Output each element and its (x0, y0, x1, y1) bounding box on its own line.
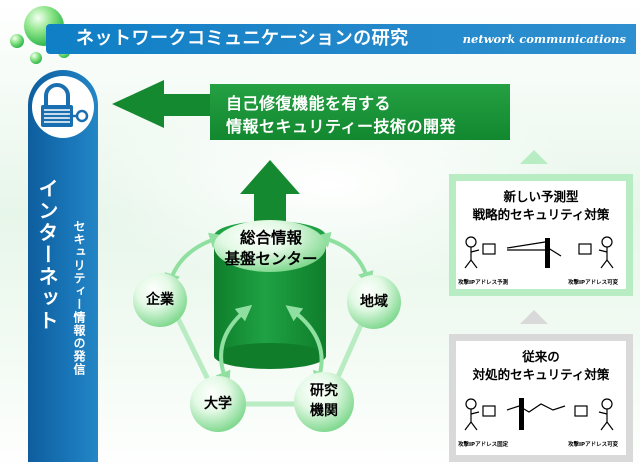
old-panel-caption-left: 攻撃IPアドレス固定 (458, 442, 509, 448)
new-panel-title-2: 戦略的セキュリティ対策 (472, 207, 610, 222)
firewall-icon (519, 398, 524, 430)
decor-ball-small-1 (10, 34, 24, 48)
header-bar (46, 24, 636, 54)
lock-badge (32, 76, 94, 138)
security-info-label: セキュリティー情報の発信 (72, 220, 86, 376)
center-label-2: 基盤センター (224, 250, 318, 268)
node-region-label: 地域 (360, 294, 388, 310)
pc-icon-2 (574, 405, 588, 417)
old-panel-caption-right: 攻撃IPアドレス可変 (568, 442, 619, 448)
old-security-panel (449, 334, 633, 462)
attacker-figure-icon (465, 236, 477, 248)
triangle-new-to-goal (520, 150, 548, 164)
node-region-bubble (347, 275, 401, 329)
pc-icon (482, 405, 496, 417)
arrow-up-to-goal (240, 160, 300, 226)
node-research-label-2: 機関 (310, 403, 338, 419)
goal-box (210, 84, 510, 140)
node-research-label-1: 研究 (310, 383, 338, 399)
decor-ball-small-2 (30, 52, 42, 64)
new-security-panel (449, 174, 633, 296)
node-university-label: 大学 (204, 396, 232, 412)
center-bubble (214, 220, 326, 272)
node-company-label: 企業 (146, 292, 174, 308)
pc-icon (482, 243, 496, 255)
internet-label: インターネット (35, 178, 59, 332)
node-university-bubble (190, 376, 246, 432)
triangle-old-to-new (520, 310, 548, 324)
center-label-1: 総合情報 (239, 229, 302, 247)
old-panel-title-1: 従来の (522, 349, 560, 364)
new-panel-title-1: 新しい予測型 (503, 189, 579, 204)
lock-key-icon (41, 83, 89, 127)
arrow-to-internet (112, 80, 210, 128)
page-subtitle: network communications (462, 32, 626, 46)
page-title: ネットワークコミュニケーションの研究 (76, 28, 409, 49)
new-panel-caption-right: 攻撃IPアドレス可変 (568, 280, 619, 286)
attacker-figure-icon (465, 398, 477, 410)
firewall-icon (545, 238, 550, 268)
goal-line-2: 情報セキュリティー技術の開発 (226, 117, 457, 136)
node-company-bubble (133, 273, 187, 327)
node-research-bubble (294, 372, 354, 432)
new-panel-illustration (464, 236, 614, 269)
center-cylinder-bottom (214, 343, 326, 369)
new-panel-caption-left: 攻撃IPアドレス予測 (458, 280, 509, 286)
goal-line-1: 自己修復機能を有する (226, 94, 392, 113)
pc-icon-2 (578, 243, 592, 255)
old-panel-title-2: 対処的セキュリティ対策 (472, 367, 610, 382)
old-panel-illustration (464, 398, 614, 431)
